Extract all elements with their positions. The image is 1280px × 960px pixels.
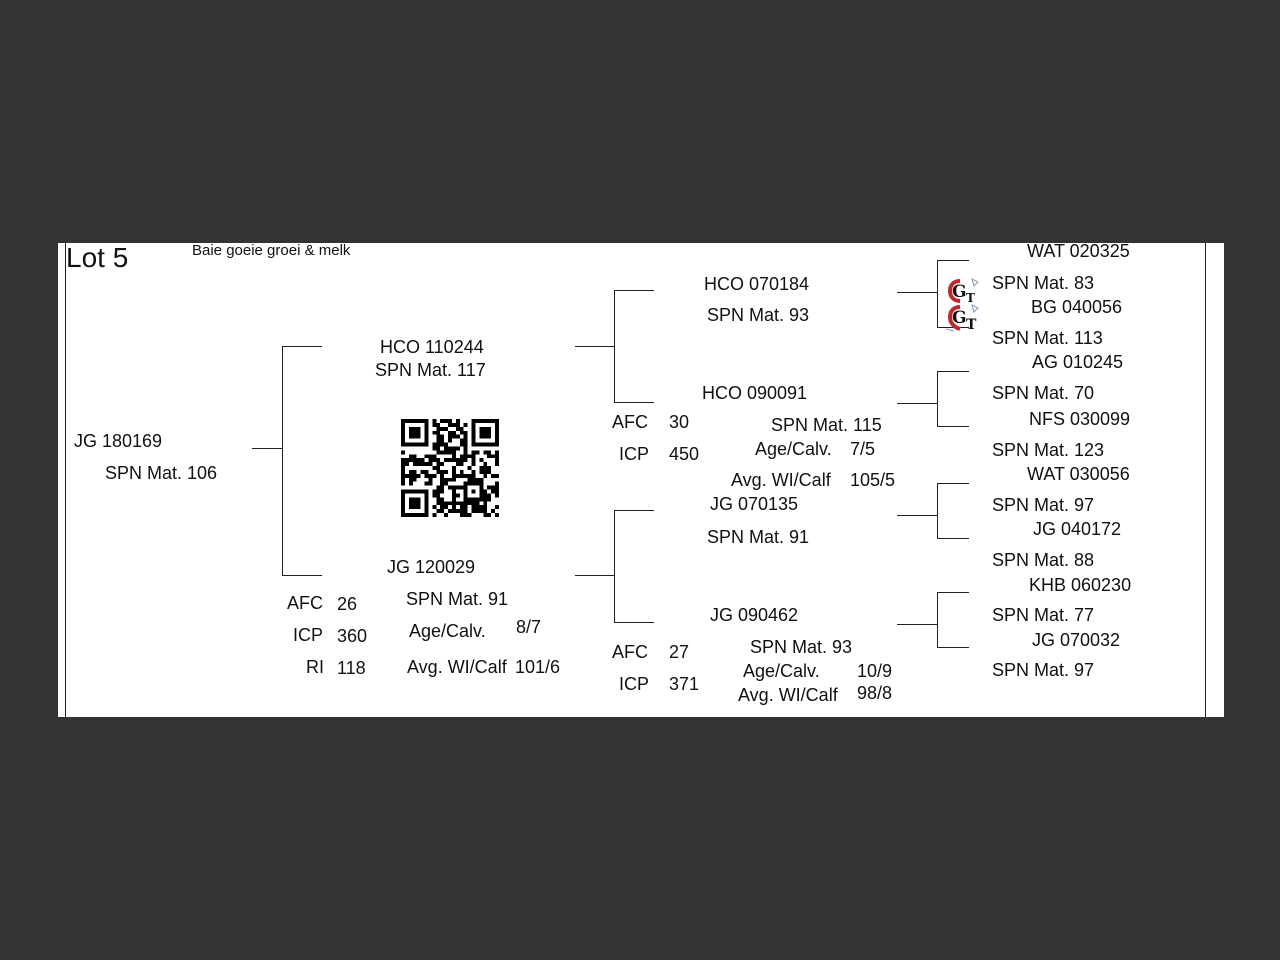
gen3-id: WAT 030056 bbox=[1027, 464, 1130, 484]
sire-dam-spn: SPN Mat. 115 bbox=[771, 415, 882, 435]
dam-dam-wi-label: Avg. WI/Calf bbox=[738, 685, 838, 705]
svg-text:T: T bbox=[966, 291, 975, 305]
gen3-id: JG 040172 bbox=[1033, 519, 1122, 539]
lot-note: Baie goeie groei & melk bbox=[192, 243, 351, 259]
dam-icp-label: ICP bbox=[293, 625, 324, 645]
gen3-id: BG 040056 bbox=[1031, 297, 1123, 317]
animal-spn: SPN Mat. 106 bbox=[105, 463, 218, 483]
left-border-line bbox=[65, 243, 66, 717]
sire-dam-afc-value: 30 bbox=[669, 412, 690, 432]
gt-logo-icon: G T bbox=[947, 278, 979, 305]
dam-dam-age-label: Age/Calv. bbox=[743, 661, 820, 681]
animal-id: JG 180169 bbox=[74, 431, 163, 451]
pedigree-sheet: Lot 5 Baie goeie groei & melk JG 180169 … bbox=[58, 243, 1224, 717]
connector bbox=[614, 290, 654, 291]
sire-dam-age-value: 7/5 bbox=[850, 439, 876, 459]
gen3-id: NFS 030099 bbox=[1029, 409, 1131, 429]
gen3-spn: SPN Mat. 97 bbox=[992, 495, 1095, 515]
connector bbox=[937, 647, 969, 648]
connector bbox=[897, 624, 937, 625]
gen3-id: KHB 060230 bbox=[1029, 575, 1132, 595]
sire-sire-id: HCO 070184 bbox=[704, 274, 810, 294]
gen3-id: JG 070032 bbox=[1032, 630, 1121, 650]
connector bbox=[937, 371, 969, 372]
dam-dam-icp-label: ICP bbox=[619, 674, 650, 694]
dam-age-label: Age/Calv. bbox=[409, 621, 486, 641]
sire-dam-afc-label: AFC bbox=[612, 412, 648, 432]
gen3-spn: SPN Mat. 83 bbox=[992, 273, 1095, 293]
dam-dam-age-value: 10/9 bbox=[857, 661, 893, 681]
sire-sire-spn: SPN Mat. 93 bbox=[707, 305, 810, 325]
dam-wi-value: 101/6 bbox=[515, 657, 561, 677]
connector bbox=[282, 346, 283, 575]
dam-dam-wi-value: 98/8 bbox=[857, 683, 893, 703]
dam-sire-id: JG 070135 bbox=[710, 494, 799, 514]
connector bbox=[614, 402, 654, 403]
connector bbox=[937, 592, 969, 593]
sire-id: HCO 110244 bbox=[380, 337, 484, 357]
svg-text:G: G bbox=[952, 308, 967, 328]
sire-spn: SPN Mat. 117 bbox=[375, 360, 486, 380]
dam-afc-label: AFC bbox=[287, 593, 323, 613]
dam-id: JG 120029 bbox=[387, 557, 476, 577]
right-border-line bbox=[1205, 243, 1206, 717]
gen3-spn: SPN Mat. 77 bbox=[992, 605, 1095, 625]
svg-text:G: G bbox=[952, 282, 967, 302]
dam-ri-value: 118 bbox=[337, 658, 366, 678]
dam-icp-value: 360 bbox=[337, 626, 368, 646]
connector bbox=[614, 510, 615, 622]
sire-dam-id: HCO 090091 bbox=[702, 383, 808, 403]
connector bbox=[897, 292, 937, 293]
gen3-spn: SPN Mat. 97 bbox=[992, 660, 1095, 680]
connector bbox=[937, 592, 938, 647]
dam-dam-icp-value: 371 bbox=[669, 674, 700, 694]
dam-afc-value: 26 bbox=[337, 594, 358, 614]
lot-title: Lot 5 bbox=[66, 243, 129, 273]
dam-dam-id: JG 090462 bbox=[710, 605, 799, 625]
connector bbox=[282, 575, 322, 576]
connector bbox=[937, 483, 969, 484]
dam-dam-spn: SPN Mat. 93 bbox=[750, 637, 853, 657]
connector bbox=[937, 426, 969, 427]
connector bbox=[937, 538, 969, 539]
svg-text:T: T bbox=[966, 317, 977, 333]
sire-dam-age-label: Age/Calv. bbox=[755, 439, 832, 459]
connector bbox=[614, 510, 654, 511]
connector bbox=[897, 515, 937, 516]
connector bbox=[937, 371, 938, 426]
qr-code-icon bbox=[401, 419, 499, 517]
gen3-id: AG 010245 bbox=[1032, 352, 1124, 372]
connector bbox=[614, 622, 654, 623]
dam-dam-afc-value: 27 bbox=[669, 642, 690, 662]
gen3-spn: SPN Mat. 88 bbox=[992, 550, 1095, 570]
connector bbox=[937, 483, 938, 538]
connector bbox=[252, 448, 282, 449]
connector bbox=[614, 290, 615, 402]
sire-dam-icp-label: ICP bbox=[619, 444, 650, 464]
gt-logo-icon: G T bbox=[946, 304, 979, 333]
connector bbox=[937, 260, 969, 261]
dam-dam-afc-label: AFC bbox=[612, 642, 648, 662]
dam-sire-spn: SPN Mat. 91 bbox=[707, 527, 810, 547]
gen3-spn: SPN Mat. 123 bbox=[992, 440, 1105, 460]
sire-dam-icp-value: 450 bbox=[669, 444, 700, 464]
sire-dam-wi-value: 105/5 bbox=[850, 470, 896, 490]
connector bbox=[937, 260, 938, 327]
connector bbox=[282, 346, 322, 347]
dam-wi-label: Avg. WI/Calf bbox=[407, 657, 507, 677]
connector bbox=[575, 346, 614, 347]
dam-age-value: 8/7 bbox=[516, 617, 542, 637]
gen3-id: WAT 020325 bbox=[1027, 243, 1130, 261]
dam-spn: SPN Mat. 91 bbox=[406, 589, 509, 609]
gen3-spn: SPN Mat. 70 bbox=[992, 383, 1095, 403]
dam-ri-label: RI bbox=[306, 657, 324, 677]
connector bbox=[575, 575, 614, 576]
connector bbox=[897, 403, 937, 404]
gen3-spn: SPN Mat. 113 bbox=[992, 328, 1103, 348]
sire-dam-wi-label: Avg. WI/Calf bbox=[731, 470, 831, 490]
